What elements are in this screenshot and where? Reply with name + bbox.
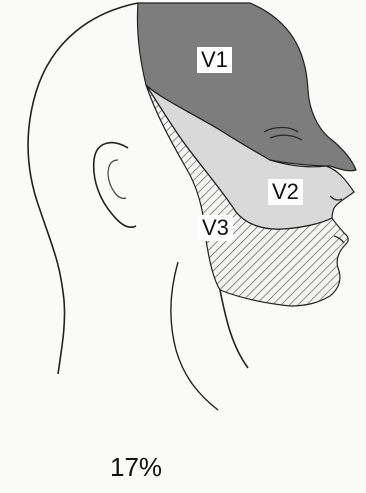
ear-inner-detail: [108, 160, 126, 198]
v1-region: [137, 3, 356, 171]
percentage-caption: 17%: [110, 452, 162, 483]
v1-label: V1: [197, 47, 232, 73]
v2-label: V2: [268, 179, 303, 205]
neck-inner-outline: [171, 262, 218, 410]
neck-front-outline: [220, 290, 248, 368]
ear-outline: [94, 143, 136, 228]
head-outline: [28, 3, 138, 374]
v3-label: V3: [198, 215, 233, 241]
